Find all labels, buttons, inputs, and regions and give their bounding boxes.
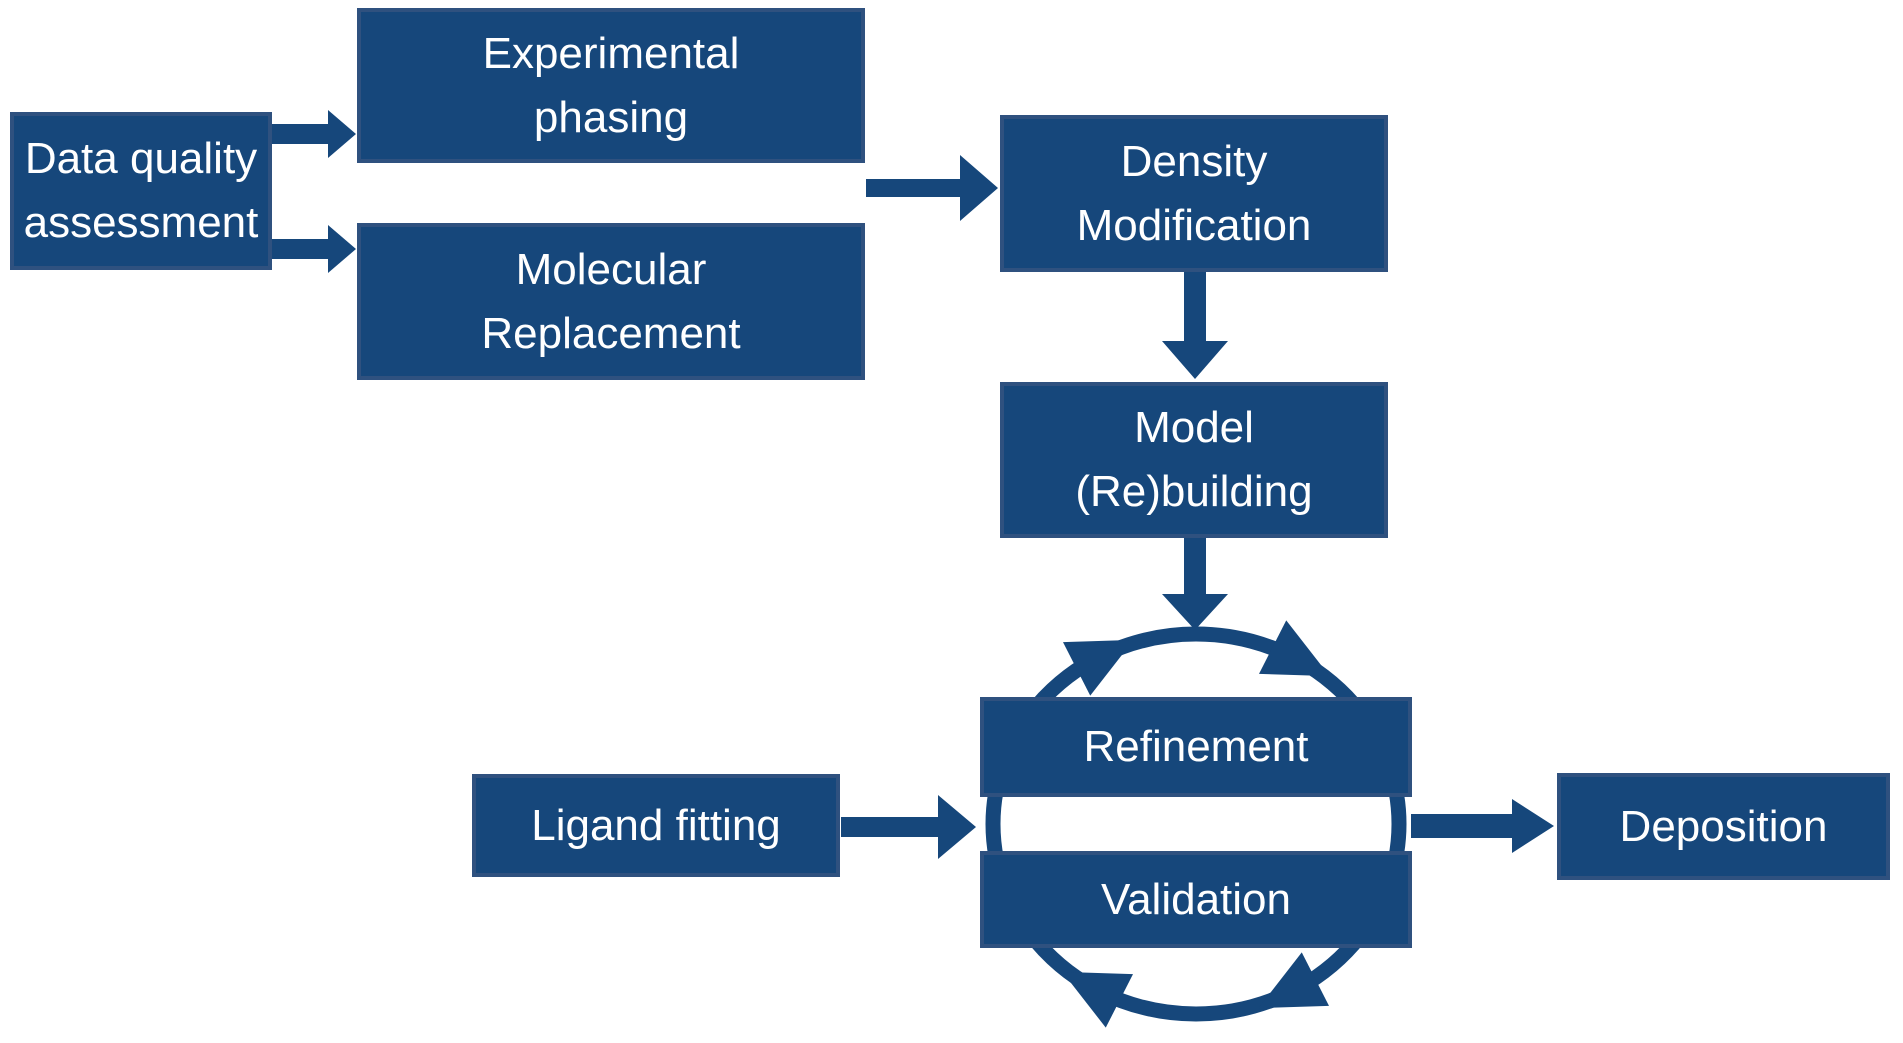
node-label-line: Ligand fitting [531,800,781,850]
node-label-line: Molecular [515,244,707,294]
node-refinement: Refinement [980,697,1412,797]
node-label-line: Experimental [482,28,740,78]
node-label-line: Refinement [1083,722,1309,771]
node-label-line: phasing [533,92,689,142]
node-density-modification: Density Modification [1000,115,1388,272]
cycle-arrowhead-bottom-left [1062,971,1134,1028]
node-label-line: assessment [23,198,259,247]
node-label-line: Validation [1101,874,1291,924]
node-label-line: Model [1134,403,1254,452]
node-label-line: (Re)building [1075,467,1313,516]
node-ligand-fitting: Ligand fitting [472,774,840,877]
node-label-line: Modification [1076,200,1312,250]
node-data-quality-assessment: Data quality assessment [10,112,272,270]
node-label-line: Density [1120,136,1268,186]
node-label-line: Deposition [1619,801,1828,851]
cycle-arrowhead-bottom-right [1258,952,1330,1009]
arrow-phasing-to-density [866,155,998,221]
cycle-arrowhead-top-right [1258,620,1330,677]
arrow-cycle-to-deposition [1411,799,1554,853]
arrow-density-to-model [1162,272,1228,379]
node-molecular-replacement: Molecular Replacement [357,223,865,380]
node-deposition: Deposition [1557,773,1890,880]
arrow-data-to-experimental [272,110,356,158]
node-label-line: Data quality [24,134,258,183]
cycle-arrowhead-top-left [1062,639,1134,696]
arrow-ligand-to-cycle [841,795,976,859]
node-experimental-phasing: Experimental phasing [357,8,865,163]
node-validation: Validation [980,851,1412,948]
refinement-validation-cycle-ellipse [985,626,1407,1022]
node-model-rebuilding: Model (Re)building [1000,382,1388,538]
arrow-data-to-molecular [272,225,356,273]
arrow-model-to-cycle [1162,538,1228,630]
node-label-line: Replacement [481,308,741,358]
